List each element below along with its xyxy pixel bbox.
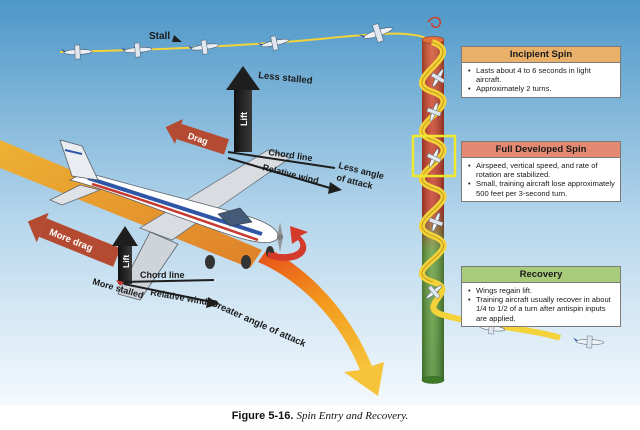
upper-lift-text: Lift <box>239 112 249 126</box>
entry-plane-3 <box>187 39 220 55</box>
recovery-panel: Recovery Wings regain lift. Training air… <box>461 266 621 327</box>
upper-drag-arrow: Drag <box>165 119 229 155</box>
list-item: Lasts about 4 to 6 seconds in light airc… <box>468 66 616 84</box>
developed-spin-title: Full Developed Spin <box>462 142 620 158</box>
upper-lift-arrow: Lift <box>226 66 260 152</box>
list-item: Approximately 2 turns. <box>468 84 616 93</box>
lower-relative-wind-line <box>123 283 213 303</box>
stall-plane <box>358 23 393 43</box>
fall-arrow <box>258 248 384 396</box>
list-item: Wings regain lift. <box>468 286 616 295</box>
relative-wind-band <box>0 140 262 268</box>
lower-chord-line <box>123 279 215 283</box>
list-item: Airspeed, vertical speed, and rate of ro… <box>468 161 616 179</box>
list-item: Training aircraft usually recover in abo… <box>468 295 616 323</box>
highlight-box <box>411 134 457 178</box>
list-item: Small, training aircraft lose approximat… <box>468 179 616 197</box>
spiral-plane-3 <box>426 148 442 168</box>
lower-wing-marker <box>116 280 124 286</box>
figure-title: Spin Entry and Recovery. <box>296 410 409 422</box>
lower-lift-arrow: Lift <box>112 226 138 284</box>
incipient-spin-title: Incipient Spin <box>462 47 620 63</box>
upper-wind-arrowhead <box>328 182 342 194</box>
figure-number: Figure 5-16. <box>231 410 294 422</box>
entry-plane-2 <box>120 42 153 58</box>
spiral-plane-5 <box>425 285 443 299</box>
spiral-plane-2 <box>426 102 442 122</box>
upper-chord-line <box>227 151 336 169</box>
swirl-mark <box>427 16 442 29</box>
lower-wind-arrowhead <box>206 297 220 308</box>
entry-plane-4 <box>257 35 290 51</box>
developed-spin-panel: Full Developed Spin Airspeed, vertical s… <box>461 141 621 202</box>
main-airplane <box>49 139 291 301</box>
stall-pointer <box>172 35 182 42</box>
rotation-arrow <box>268 226 308 261</box>
incipient-spin-list: Lasts about 4 to 6 seconds in light airc… <box>462 63 620 97</box>
recovery-title: Recovery <box>462 267 620 283</box>
spiral-plane-4 <box>428 212 444 232</box>
stall-label: Stall <box>149 31 170 42</box>
lower-chord-label: Chord line <box>140 270 185 280</box>
entry-plane-1 <box>60 44 93 60</box>
lower-lift-text: Lift <box>121 255 131 268</box>
developed-spin-list: Airspeed, vertical speed, and rate of ro… <box>462 158 620 201</box>
incipient-spin-panel: Incipient Spin Lasts about 4 to 6 second… <box>461 46 621 98</box>
figure-caption: Figure 5-16. Spin Entry and Recovery. <box>0 410 640 422</box>
recovery-plane-2 <box>573 335 605 349</box>
recovery-list: Wings regain lift. Training aircraft usu… <box>462 283 620 326</box>
upper-relative-wind-line <box>227 157 331 189</box>
spiral-plane-1 <box>430 69 446 87</box>
